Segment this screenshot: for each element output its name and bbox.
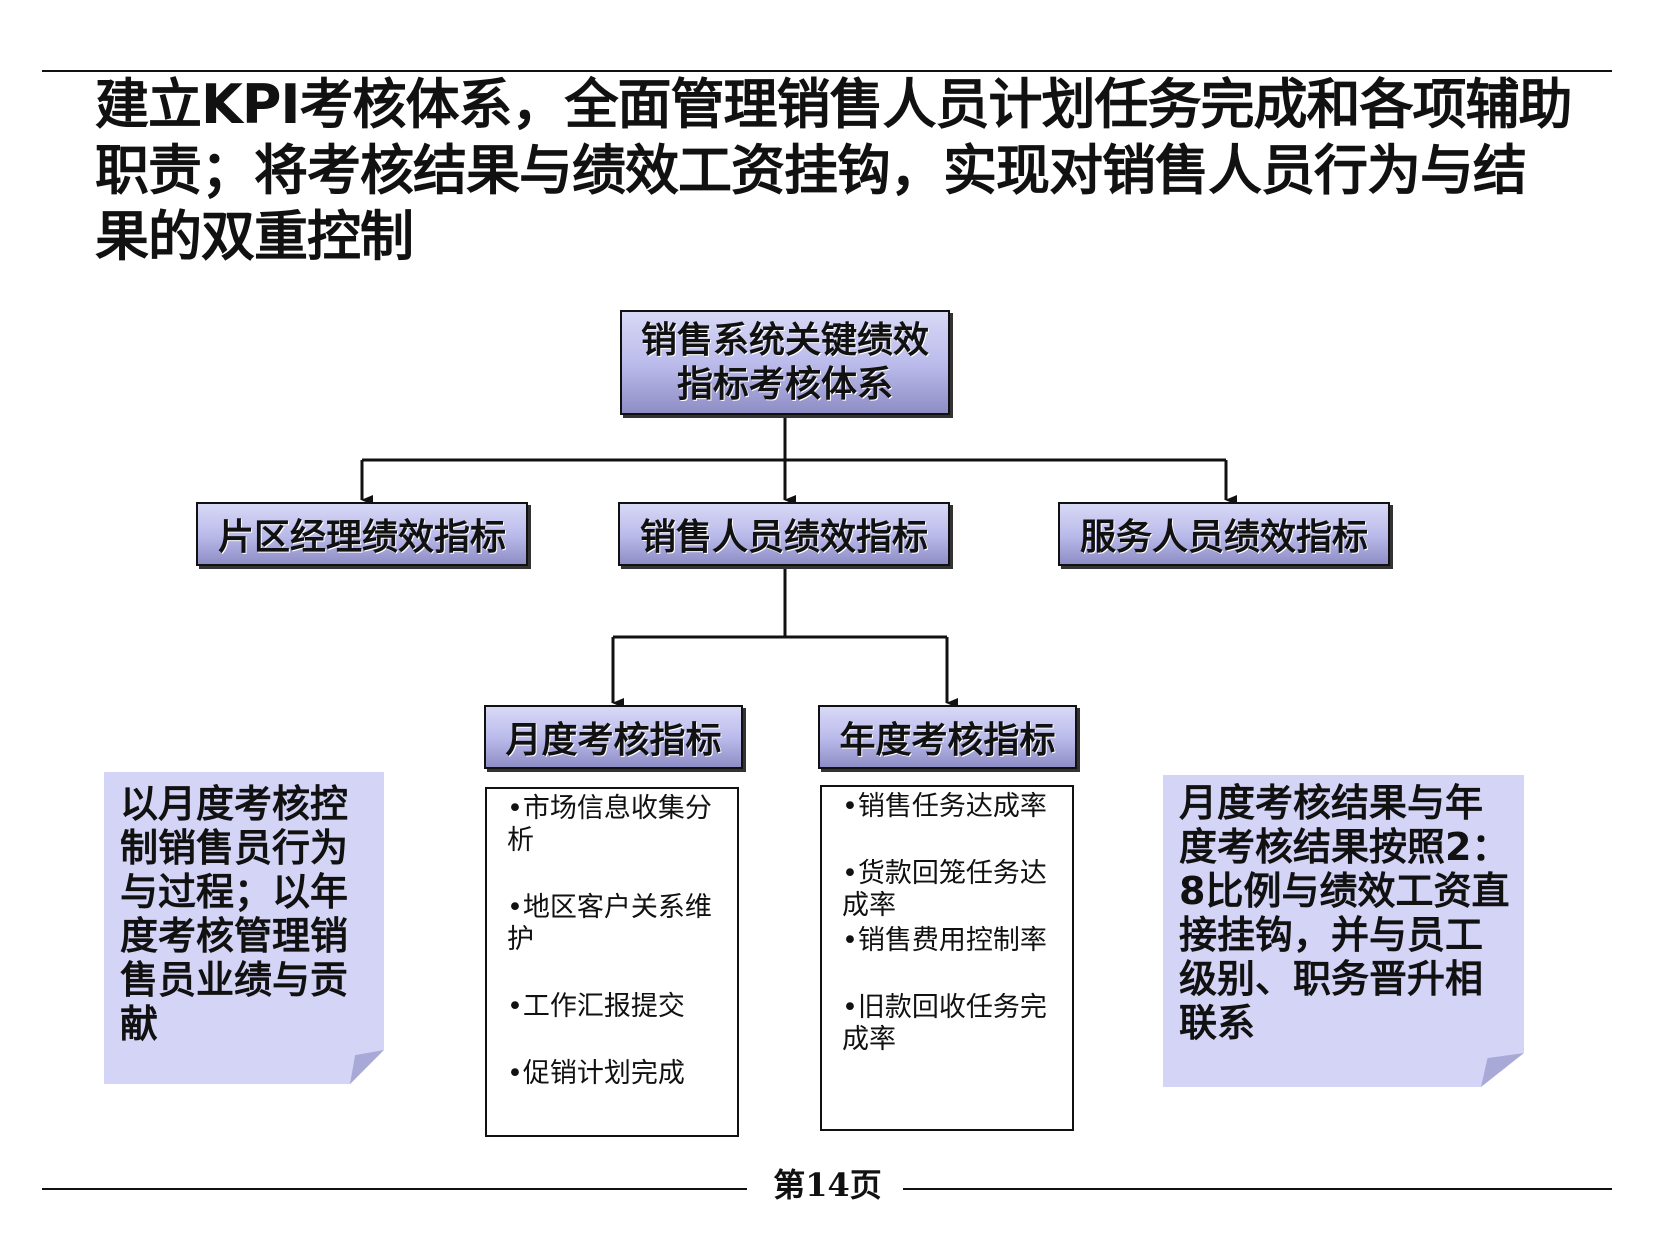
page-number: 第14页 (773, 1166, 882, 1204)
list-item: •地区客户关系维护 (507, 892, 712, 955)
list-item: •销售任务达成率 (842, 791, 1047, 822)
node-kpi-system-line1: 销售系统关键绩效 (640, 319, 929, 361)
node-annual-indicators: 年度考核指标 (818, 705, 1077, 769)
page-title: 建立KPI考核体系，全面管理销售人员计划任务完成和各项辅助职责；将考核结果与绩效… (95, 73, 1573, 268)
node-sales-staff-kpi: 销售人员绩效指标 (618, 502, 950, 566)
annual-indicator-list: •销售任务达成率 •货款回笼任务达成率 •销售费用控制率 •旧款回收任务完成率 (820, 785, 1074, 1131)
top-rule (42, 70, 1612, 72)
bottom-rule-right (903, 1188, 1612, 1190)
list-item: •工作汇报提交 (507, 991, 685, 1022)
note-left-assessment-purpose: 以月度考核控制销售员行为与过程；以年度考核管理销售员业绩与贡献 (104, 772, 384, 1084)
list-item: •销售费用控制率 (842, 925, 1047, 956)
node-service-staff-kpi: 服务人员绩效指标 (1058, 502, 1390, 566)
bottom-rule-left (42, 1188, 747, 1190)
list-item: •促销计划完成 (507, 1058, 685, 1089)
note-right-salary-linkage: 月度考核结果与年度考核结果按照2：8比例与绩效工资直接挂钩，并与员工级别、职务晋… (1163, 775, 1524, 1087)
node-area-manager-kpi: 片区经理绩效指标 (196, 502, 528, 566)
node-monthly-indicators: 月度考核指标 (484, 705, 743, 769)
node-kpi-system-line2: 指标考核体系 (676, 363, 893, 405)
node-kpi-system: 销售系统关键绩效 指标考核体系 (620, 310, 950, 415)
list-item: •市场信息收集分析 (507, 793, 712, 856)
list-item: •旧款回收任务完成率 (842, 992, 1047, 1055)
monthly-indicator-list: •市场信息收集分析 •地区客户关系维护 •工作汇报提交 •促销计划完成 (485, 787, 739, 1137)
list-item: •货款回笼任务达成率 (842, 858, 1047, 921)
